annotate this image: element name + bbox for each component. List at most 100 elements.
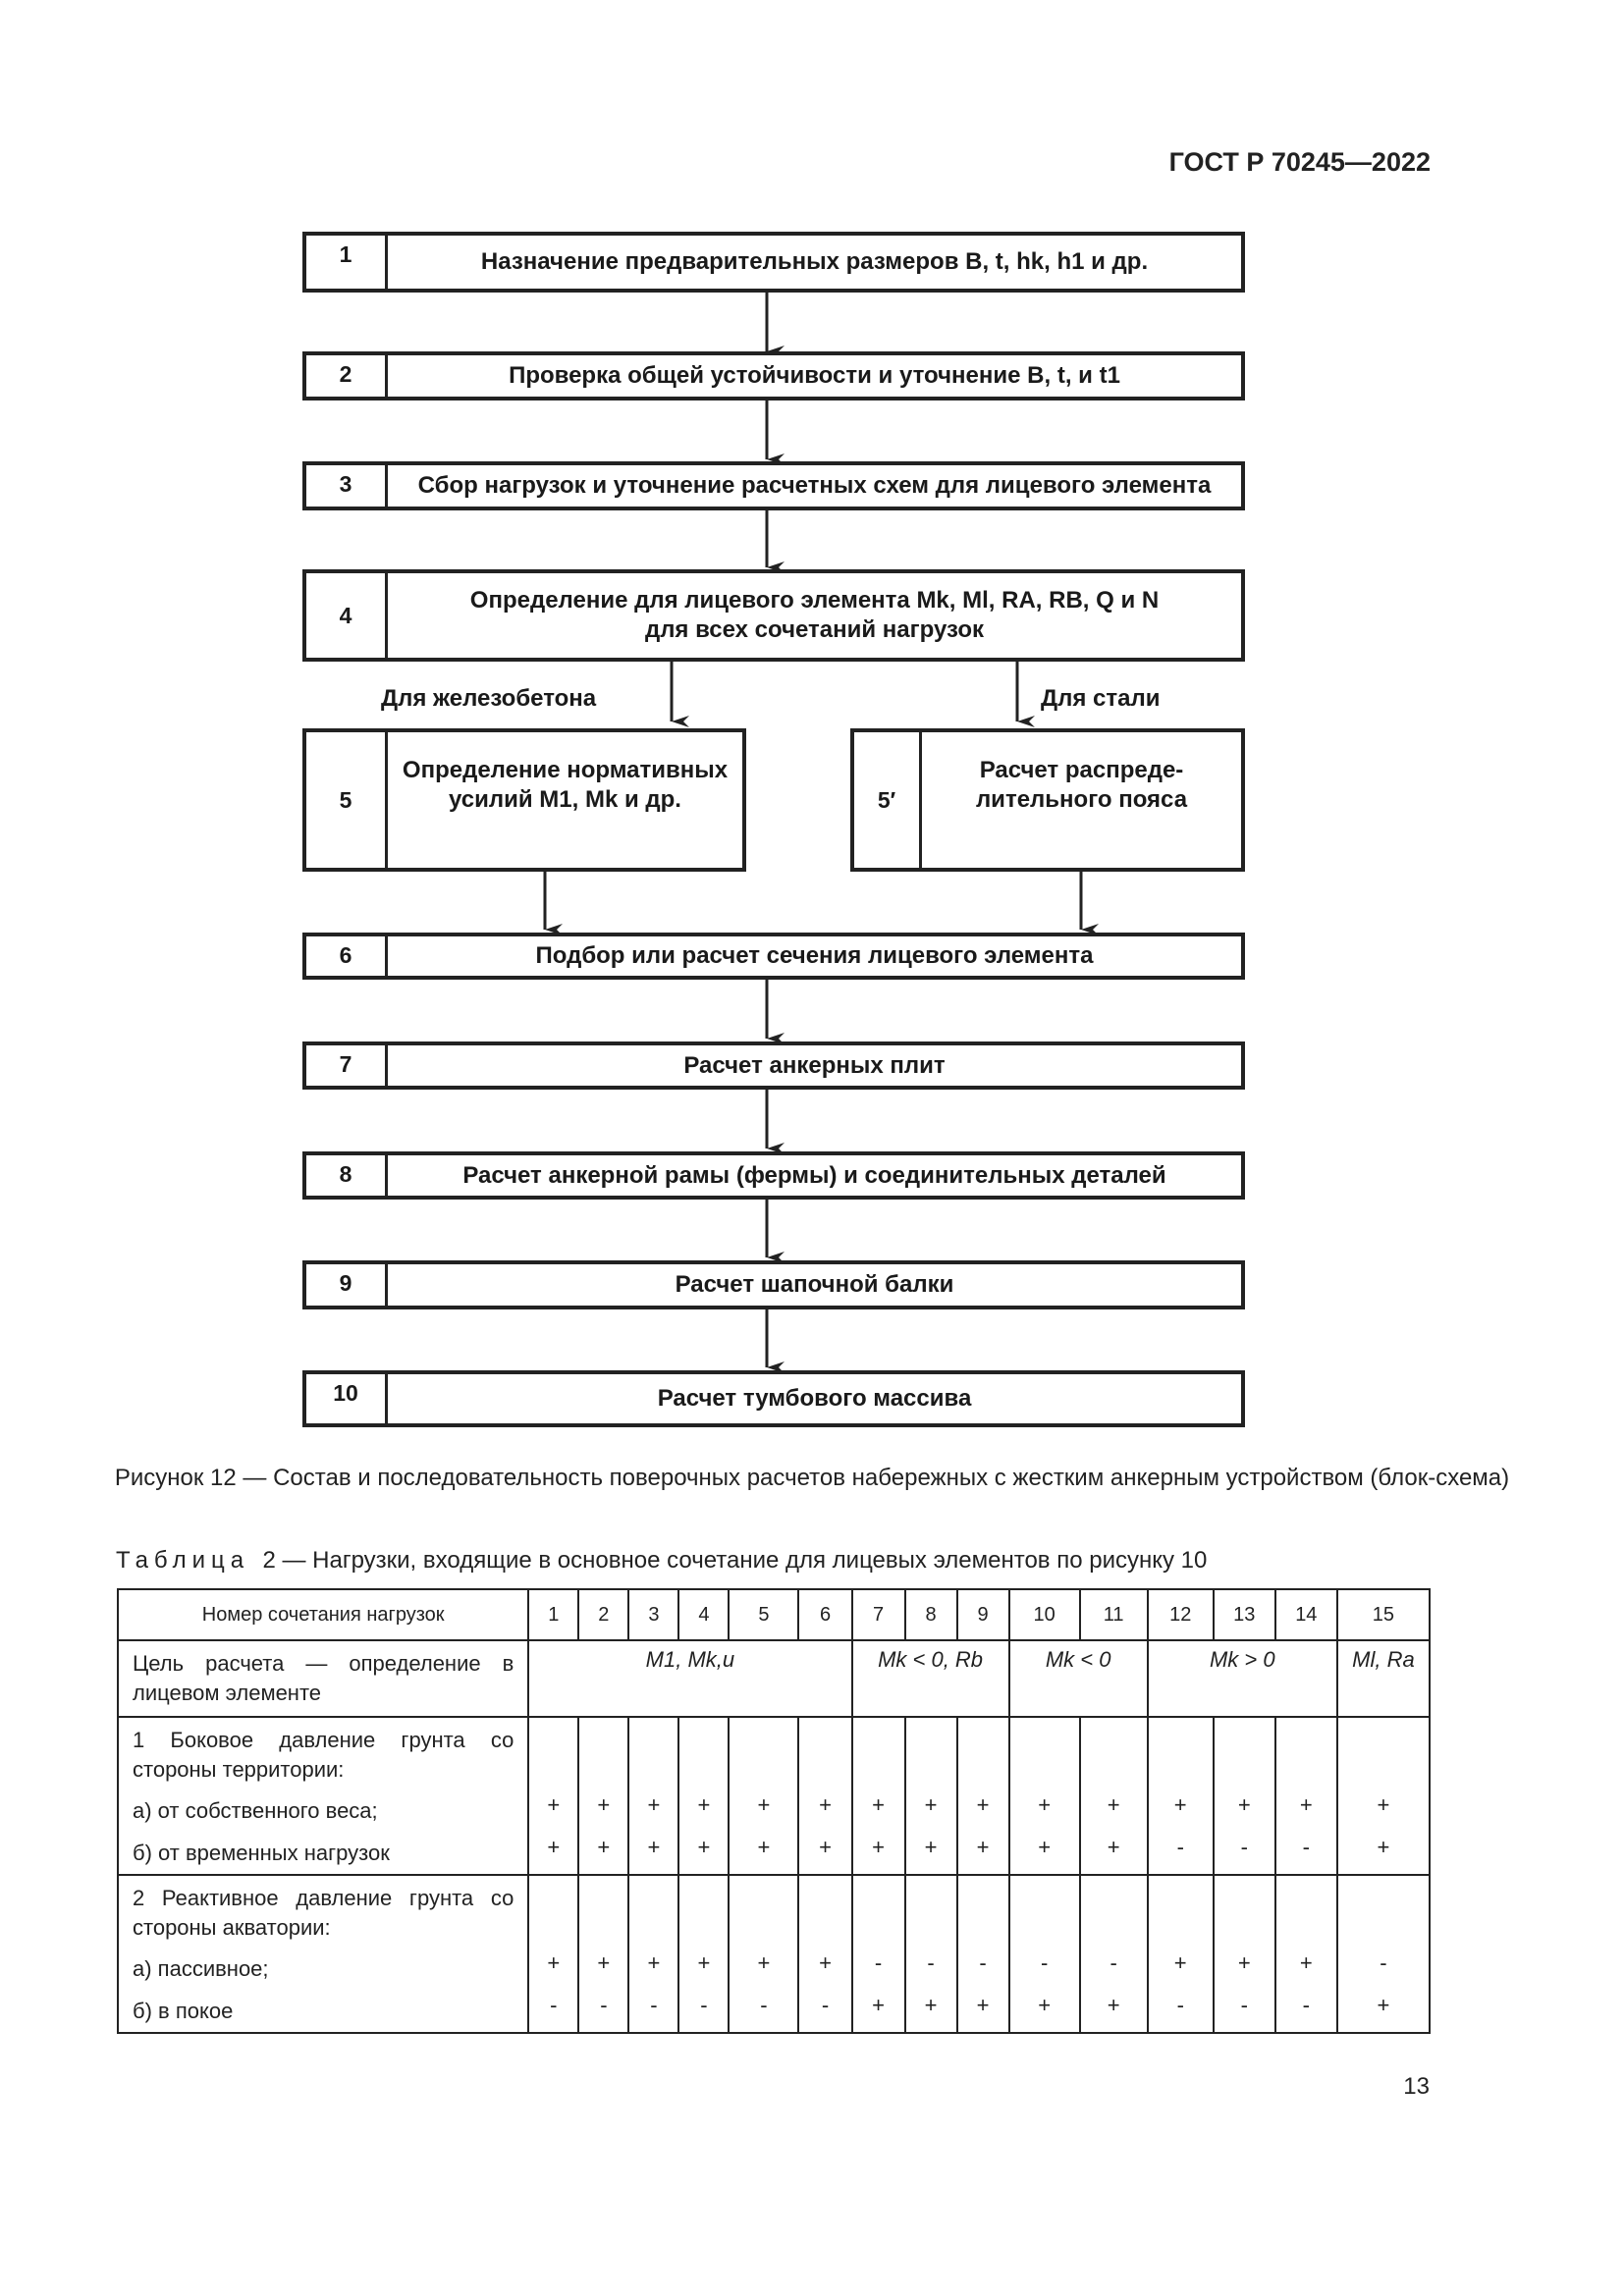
step-text-line-2: лительного пояса — [975, 786, 1188, 813]
table-mark: + — [757, 1835, 771, 1859]
mark-cell: ++ — [903, 1716, 958, 1876]
column-header: 9 — [955, 1588, 1010, 1641]
column-header: 11 — [1078, 1588, 1149, 1641]
table-mark: + — [1107, 1792, 1120, 1817]
step-number: 5 — [306, 732, 388, 868]
table-mark: + — [647, 1792, 661, 1817]
table-mark: + — [872, 1792, 885, 1817]
purpose-label: Цель расчета — определение в лицевом эле… — [116, 1639, 530, 1718]
mark-cell: ++ — [850, 1716, 906, 1876]
purpose-group: M1, Mk,u — [527, 1639, 853, 1718]
flow-step-10: 10 Расчет тумбового массива — [302, 1370, 1245, 1427]
mark-cell: +- — [1273, 1874, 1338, 2034]
mark-cell: +- — [677, 1874, 731, 2034]
mark-cell: ++ — [577, 1716, 630, 1876]
mark-cell: ++ — [797, 1716, 853, 1876]
mark-cell: +- — [1273, 1716, 1338, 1876]
step-text-line-1: Определение нормативных — [402, 757, 729, 783]
step-number: 2 — [306, 355, 388, 397]
column-header: 1 — [527, 1588, 580, 1641]
column-header: 5 — [728, 1588, 800, 1641]
column-header: 12 — [1146, 1588, 1215, 1641]
mark-cell: +- — [1146, 1874, 1215, 2034]
mark-cell: -+ — [903, 1874, 958, 2034]
table-mark: + — [547, 1950, 561, 1975]
flow-step-5: 5 Определение нормативных усилий M1, Mk … — [302, 728, 746, 872]
table-mark: + — [547, 1835, 561, 1859]
mark-cell: -+ — [1335, 1874, 1432, 2034]
flowchart-arrows — [543, 293, 1099, 1373]
mark-cell: ++ — [527, 1716, 580, 1876]
table-mark: + — [872, 1835, 885, 1859]
table-mark: + — [1107, 1993, 1120, 2017]
mark-cell: ++ — [1335, 1716, 1432, 1876]
table-mark: + — [872, 1993, 885, 2017]
table-mark: - — [600, 1993, 608, 2017]
group-1-row-a-label: а) от собственного веса; — [133, 1798, 378, 1823]
mark-cell: -+ — [1007, 1874, 1081, 2034]
step-number: 9 — [306, 1264, 388, 1306]
step-number: 1 — [306, 236, 388, 289]
mark-cell: -+ — [1078, 1874, 1149, 2034]
mark-cell: ++ — [1007, 1716, 1081, 1876]
step-text-line-2: для всех сочетаний нагрузок — [644, 616, 985, 643]
table-mark: + — [547, 1792, 561, 1817]
step-text: Подбор или расчет сечения лицевого элеме… — [535, 942, 1094, 969]
mark-cell: +- — [797, 1874, 853, 2034]
table-mark: - — [1380, 1950, 1387, 1975]
table-mark: + — [924, 1993, 938, 2017]
step-text-line-2: усилий M1, Mk и др. — [449, 786, 681, 813]
table-mark: + — [1107, 1835, 1120, 1859]
table-mark: + — [697, 1835, 711, 1859]
table-mark: + — [647, 1835, 661, 1859]
mark-cell: +- — [1212, 1716, 1276, 1876]
step-number: 10 — [306, 1374, 388, 1423]
purpose-group: Mk > 0 — [1146, 1639, 1338, 1718]
table-mark: + — [757, 1950, 771, 1975]
flow-step-8: 8 Расчет анкерной рамы (фермы) и соедини… — [302, 1151, 1245, 1200]
table-mark: - — [1302, 1835, 1310, 1859]
step-text-line-1: Определение для лицевого элемента Mk, Ml… — [469, 587, 1160, 614]
document-header: ГОСТ Р 70245—2022 — [1168, 147, 1431, 177]
column-header: 3 — [627, 1588, 680, 1641]
purpose-group: Mk < 0 — [1007, 1639, 1149, 1718]
step-number: 6 — [306, 936, 388, 976]
column-header: 14 — [1273, 1588, 1338, 1641]
table-mark: + — [1299, 1792, 1313, 1817]
table-mark: - — [927, 1950, 935, 1975]
table-mark: + — [597, 1950, 611, 1975]
table-caption-prefix: Таблица — [116, 1547, 250, 1574]
mark-cell: +- — [627, 1874, 680, 2034]
table-mark: + — [1173, 1950, 1187, 1975]
column-header: 4 — [677, 1588, 731, 1641]
table-mark: + — [1038, 1792, 1052, 1817]
table-mark: + — [1038, 1993, 1052, 2017]
mark-cell: ++ — [627, 1716, 680, 1876]
group-2-row-b-label: б) в покое — [133, 1999, 234, 2023]
mark-cell: ++ — [955, 1716, 1010, 1876]
column-header: 8 — [903, 1588, 958, 1641]
table-mark: + — [976, 1792, 990, 1817]
page-number: 13 — [1403, 2073, 1430, 2100]
table-row-purpose: Цель расчета — определение в лицевом эле… — [116, 1639, 1432, 1718]
mark-cell: +- — [577, 1874, 630, 2034]
group-1-title: 1 Боковое давление грунта со стороны тер… — [133, 1728, 514, 1782]
header-label: Номер сочетания нагрузок — [116, 1588, 530, 1641]
purpose-group: Ml, Ra — [1335, 1639, 1432, 1718]
step-text: Определение нормативных усилий M1, Mk и … — [388, 732, 742, 868]
group-2-row-a-label: а) пассивное; — [133, 1956, 269, 1981]
step-text: Проверка общей устойчивости и уточнение … — [509, 362, 1120, 389]
table-mark: - — [1040, 1950, 1049, 1975]
table-mark: - — [1302, 1993, 1310, 2017]
table-mark: - — [1240, 1993, 1248, 2017]
step-text: Расчет распреде- лительного пояса — [922, 732, 1241, 868]
mark-cell: ++ — [677, 1716, 731, 1876]
table-mark: - — [979, 1950, 987, 1975]
group-1-row-b-label: б) от временных нагрузок — [133, 1841, 390, 1865]
step-number: 7 — [306, 1045, 388, 1086]
table-mark: + — [976, 1993, 990, 2017]
flow-step-7: 7 Расчет анкерных плит — [302, 1041, 1245, 1090]
table-mark: + — [924, 1835, 938, 1859]
step-text: Назначение предварительных размеров B, t… — [480, 248, 1149, 275]
table-mark: - — [1110, 1950, 1117, 1975]
